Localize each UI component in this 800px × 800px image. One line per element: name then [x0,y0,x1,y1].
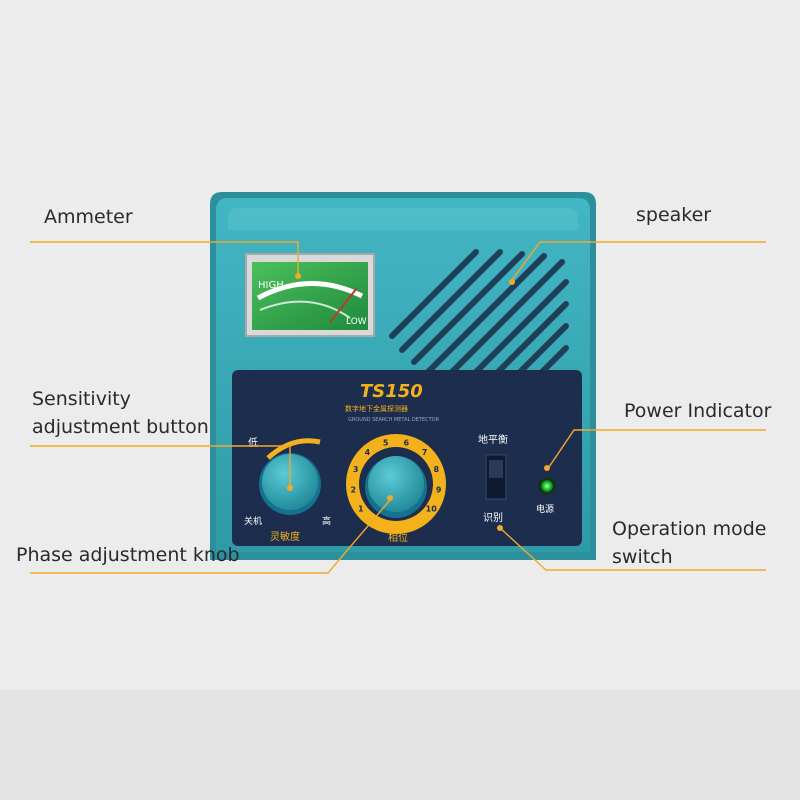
speaker-callout-line [511,241,766,281]
callout-dots [287,273,550,531]
device-subtitle-cn: 数字地下金属探测器 [345,404,408,413]
phase-dial-number: 2 [351,485,357,494]
phase-knob-callout: Phase adjustment knob [16,544,240,566]
sensitivity-callout-line1: Sensitivity [32,388,131,410]
power-led [541,480,553,492]
sensitivity-callout-line [30,445,291,486]
phase-dial-number: 8 [434,465,440,474]
ammeter-gauge: HIGH LOW [245,253,375,337]
sensitivity-off-label: 关机 [244,515,262,527]
operation-switch-lever [489,460,503,478]
phase-dial-number: 7 [422,448,428,457]
sensitivity-label: 灵敏度 [270,530,300,543]
power-indicator-callout: Power Indicator [624,400,772,422]
phase-dial-number: 9 [436,485,442,494]
operation-callout-line [499,527,766,571]
power-label: 电源 [536,503,554,515]
ammeter-callout: Ammeter [44,206,133,228]
phase-dial-number: 10 [426,505,438,514]
control-panel: TS150 数字地下金属探测器 GROUND SEARCH METAL DETE… [232,370,582,546]
sensitivity-callout-line2: adjustment button [32,416,209,438]
device-subtitle-en: GROUND SEARCH METAL DETECTOR [348,417,440,423]
switch-top-label: 地平衡 [478,433,508,446]
phase-callout-line [30,499,391,574]
callout-lines [30,241,766,574]
meter-high-label: HIGH [258,280,284,291]
phase-dial-number: 4 [365,448,371,457]
operation-callout-line2: switch [612,546,673,568]
sensitivity-low-label: 低 [248,436,258,449]
phase-dial-number: 6 [404,438,410,447]
phase-dial-number: 1 [358,505,364,514]
phase-dial-number: 5 [383,438,389,447]
speaker-grille [389,249,569,397]
operation-callout-line1: Operation mode [612,518,767,540]
model-name: TS150 [360,381,423,402]
phase-label: 相位 [388,531,408,544]
power-callout-line [546,429,766,471]
speaker-callout: speaker [636,204,712,226]
ammeter-callout-line [30,241,299,274]
sensitivity-arc [266,438,321,460]
phase-knob[interactable] [368,456,424,512]
switch-bottom-label: 识别 [483,512,503,524]
phase-dial-number: 3 [353,465,359,474]
sensitivity-high-label: 高 [322,515,331,527]
meter-low-label: LOW [346,317,367,327]
